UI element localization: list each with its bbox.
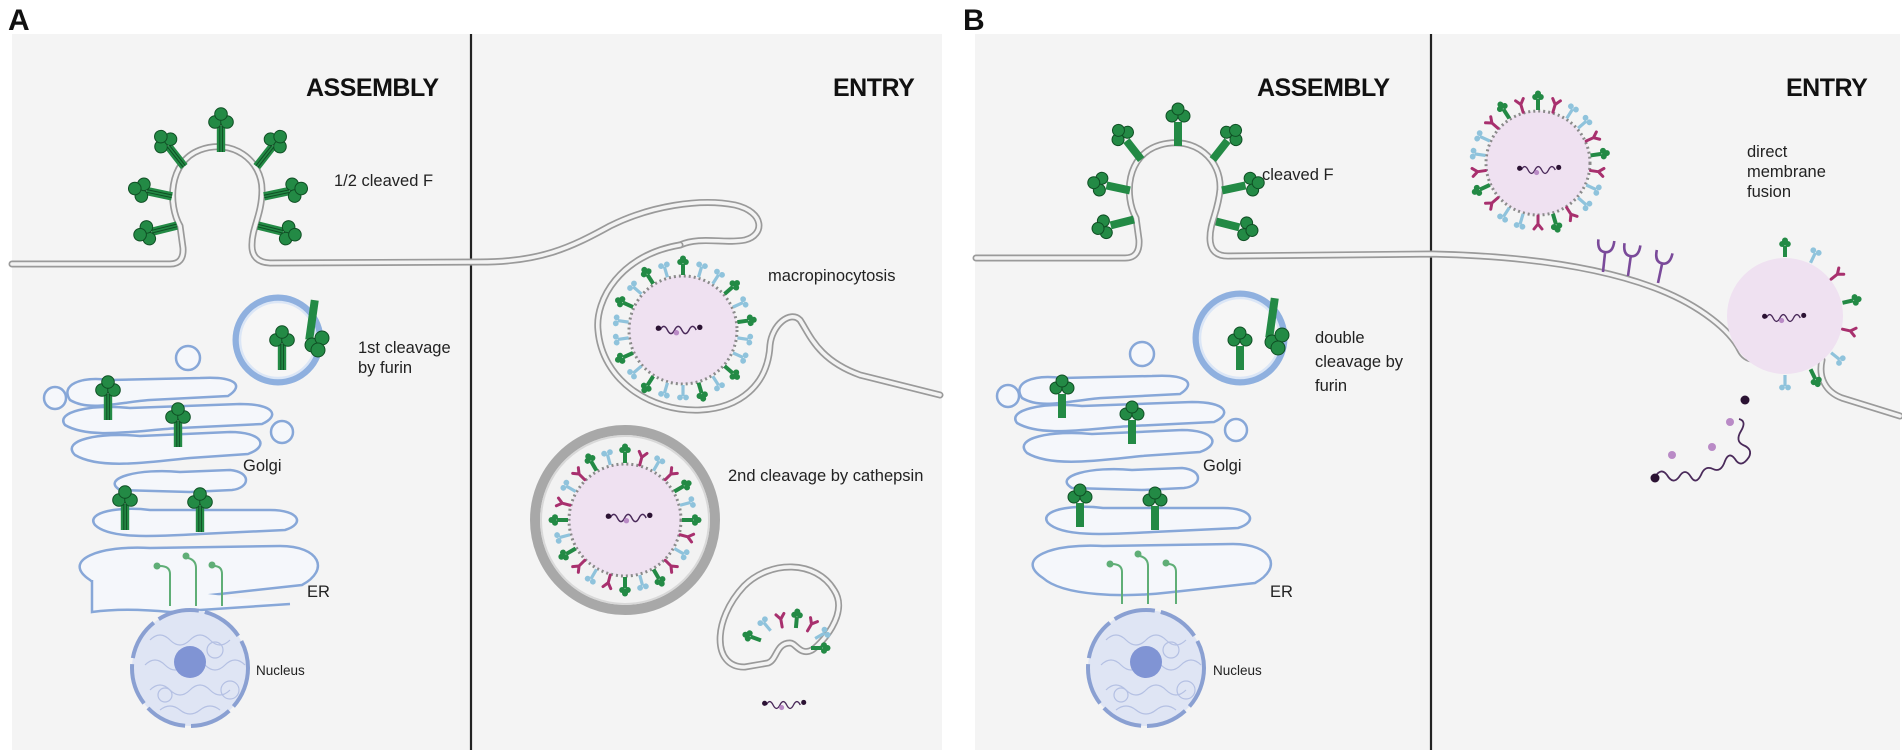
panel-b-bud-label: cleaved F	[1262, 166, 1334, 184]
panel-b-secretory-vesicle	[1192, 290, 1290, 386]
panel-b-assembly-title: ASSEMBLY	[1257, 74, 1390, 102]
panel-a-nucleus	[130, 608, 250, 728]
panel-a-virion-endosome	[530, 425, 720, 615]
panel-a-plasma-membrane	[8, 143, 944, 414]
panel-a-secretory-vesicle	[232, 294, 330, 386]
panel-b-vesicle-label-line1: double	[1315, 329, 1365, 347]
panel-b-nucleus	[1086, 608, 1206, 728]
panel-a-virion-macropinosome	[612, 255, 758, 404]
panel-b-er	[1031, 483, 1273, 604]
panel-b-entry-label-line2: membrane	[1747, 163, 1826, 181]
panel-a-er	[78, 485, 320, 614]
panel-b-vesicle-label-line2: cleavage by	[1315, 353, 1404, 371]
panel-a-entry-step1-label: macropinocytosis	[768, 267, 895, 285]
panel-a-bud-label: 1/2 cleaved F	[334, 172, 433, 190]
panel-b-entry-label-line1: direct	[1747, 143, 1788, 161]
panel-b-label: B	[963, 4, 985, 37]
panel-a-assembly-title: ASSEMBLY	[306, 74, 439, 102]
panel-b-free-virion	[1469, 90, 1611, 235]
panel-b-vesicle-label-line3: furin	[1315, 377, 1347, 395]
panel-b-released-genome	[1650, 395, 1752, 483]
panel-a-golgi	[42, 344, 295, 494]
panel-b-nucleus-label: Nucleus	[1213, 663, 1262, 678]
panel-a-entry-step2-label: 2nd cleavage by cathepsin	[728, 467, 923, 485]
panel-a-nucleus-label: Nucleus	[256, 663, 305, 678]
panel-a-er-label: ER	[307, 583, 330, 601]
panel-a-vesicle-label-line2: by furin	[358, 359, 412, 377]
panel-a: A ASSEMBLY ENTRY 1/2 cleaved F 1st cleav…	[8, 4, 944, 750]
panel-a-entry-title: ENTRY	[833, 74, 915, 102]
panel-b-golgi	[995, 340, 1249, 492]
panel-b: B ASSEMBLY ENTRY cleaved F double cleava…	[963, 4, 1902, 750]
panel-a-fusion-vesicle	[716, 563, 843, 711]
panel-b-golgi-label: Golgi	[1203, 457, 1242, 475]
panel-b-er-label: ER	[1270, 583, 1293, 601]
panel-a-label: A	[8, 4, 30, 37]
panel-b-entry-label-line3: fusion	[1747, 183, 1791, 201]
panel-b-fusing-virion	[1727, 237, 1863, 391]
panel-b-entry-title: ENTRY	[1786, 74, 1868, 102]
panel-a-vesicle-label-line1: 1st cleavage	[358, 339, 451, 357]
panel-a-golgi-label: Golgi	[243, 457, 282, 475]
